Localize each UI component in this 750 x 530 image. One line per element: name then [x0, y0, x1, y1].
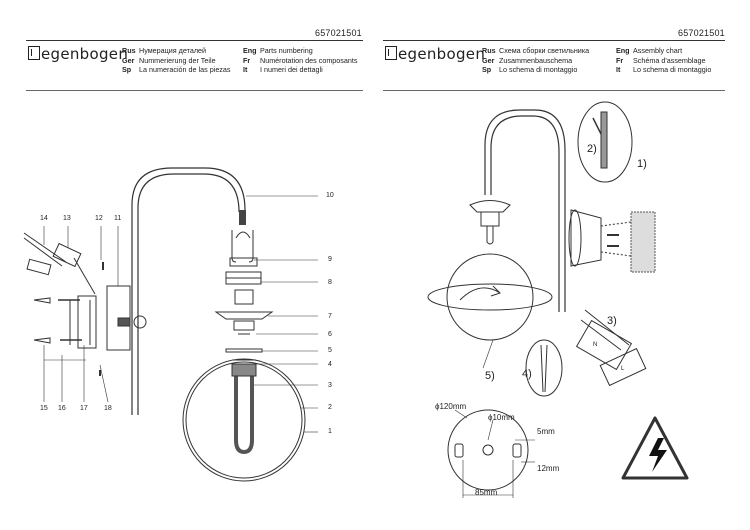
part-label-18: 18 — [104, 405, 112, 412]
offset-dim: 12mm — [537, 464, 560, 473]
part-label-2: 2 — [328, 404, 332, 411]
width-dim: 85mm — [475, 488, 498, 497]
plate-diameter-dim: ϕ120mm — [435, 402, 467, 411]
part-label-12: 12 — [95, 215, 103, 222]
header-rule — [383, 40, 725, 41]
header-rule — [26, 40, 363, 41]
assembly-drawing — [427, 101, 689, 498]
logo-mark-icon — [28, 46, 40, 60]
terminal-l-label: L — [621, 366, 625, 372]
hole-diameter-dim: ϕ10mm — [488, 413, 515, 422]
part-label-17: 17 — [80, 405, 88, 412]
part-label-16: 16 — [58, 405, 66, 412]
brand-logo: egenbogen — [385, 45, 485, 63]
part-label-1: 1 — [328, 428, 332, 435]
logo-mark-icon — [385, 46, 397, 60]
part-label-8: 8 — [328, 279, 332, 286]
part-label-15: 15 — [40, 405, 48, 412]
part-label-13: 13 — [63, 215, 71, 222]
part-label-5: 5 — [328, 347, 332, 354]
part-label-7: 7 — [328, 313, 332, 320]
step-label-4: 4) — [522, 368, 532, 380]
terminal-n-label: N — [593, 342, 598, 348]
exploded-parts-drawing — [23, 167, 318, 482]
part-label-6: 6 — [328, 331, 332, 338]
part-label-10: 10 — [326, 192, 334, 199]
brand-name: egenbogen — [41, 45, 129, 63]
part-label-4: 4 — [328, 361, 332, 368]
step-label-1: 1) — [637, 158, 647, 170]
step-label-3: 3) — [607, 315, 617, 327]
gap-dim: 5mm — [537, 427, 555, 436]
title-rule — [383, 90, 725, 91]
part-label-3: 3 — [328, 382, 332, 389]
part-label-14: 14 — [40, 215, 48, 222]
step-label-5: 5) — [485, 370, 495, 382]
part-label-11: 11 — [114, 215, 122, 222]
article-number: 657021501 — [315, 28, 362, 38]
brand-logo: egenbogen — [28, 45, 128, 63]
part-label-9: 9 — [328, 256, 332, 263]
title-rule — [26, 90, 363, 91]
brand-name: egenbogen — [398, 45, 486, 63]
article-number: 657021501 — [678, 28, 725, 38]
step-label-2: 2) — [587, 143, 597, 155]
